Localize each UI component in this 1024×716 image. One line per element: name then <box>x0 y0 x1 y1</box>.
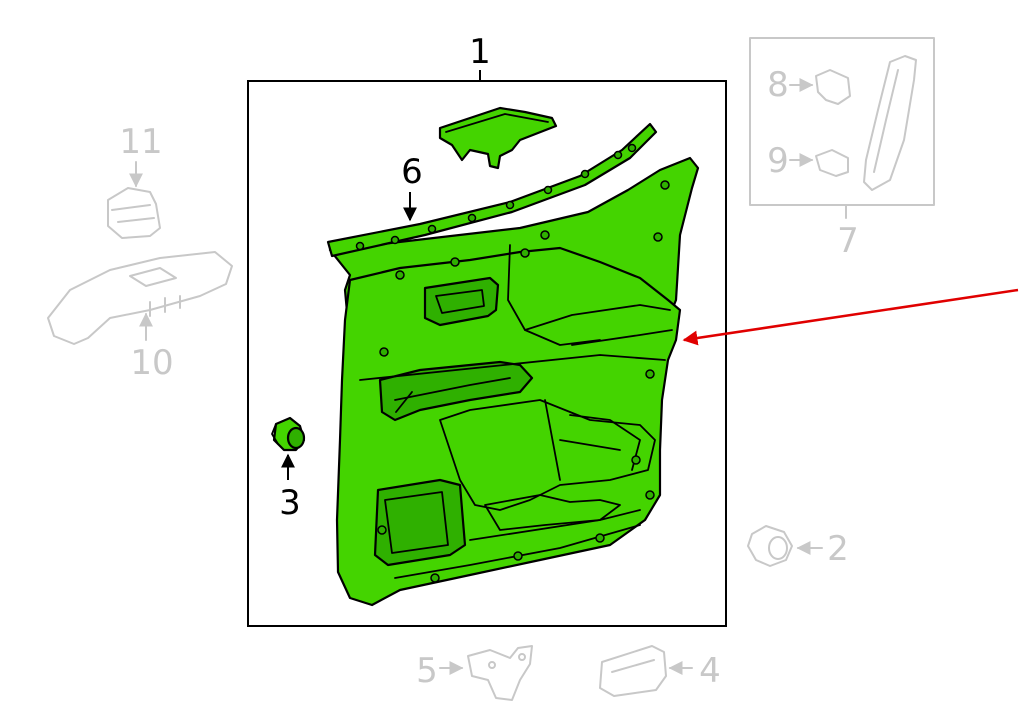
callout-1: 1 <box>469 32 491 72</box>
callout-9: 9 <box>767 141 789 181</box>
callout-7: 7 <box>837 221 859 261</box>
top-bracket[interactable] <box>438 106 558 170</box>
ghost-moulding-7 <box>863 55 917 191</box>
callout-10: 10 <box>130 343 173 383</box>
ghost-armrest-10 <box>47 251 233 345</box>
callout-5: 5 <box>416 651 438 691</box>
ghost-bracket-5 <box>467 645 533 701</box>
belt-moulding-strip[interactable] <box>326 122 658 258</box>
door-trim-panel[interactable] <box>328 156 700 607</box>
callout-2: 2 <box>827 529 849 569</box>
ghost-clip-9 <box>815 149 849 177</box>
callout-4: 4 <box>699 651 721 691</box>
pointer-arrow <box>682 288 1019 346</box>
ghost-clip-8 <box>815 69 851 105</box>
clip-part-3[interactable] <box>271 416 306 452</box>
assembly-frame <box>247 80 727 627</box>
callout-11: 11 <box>119 122 162 162</box>
callout-6: 6 <box>401 152 423 192</box>
mounting-holes <box>377 180 670 583</box>
ghost-cover-4 <box>599 645 667 697</box>
callout-8: 8 <box>767 65 789 105</box>
callout-3: 3 <box>279 483 301 523</box>
ghost-box-7 <box>749 37 935 206</box>
ghost-switch-11 <box>107 187 161 239</box>
